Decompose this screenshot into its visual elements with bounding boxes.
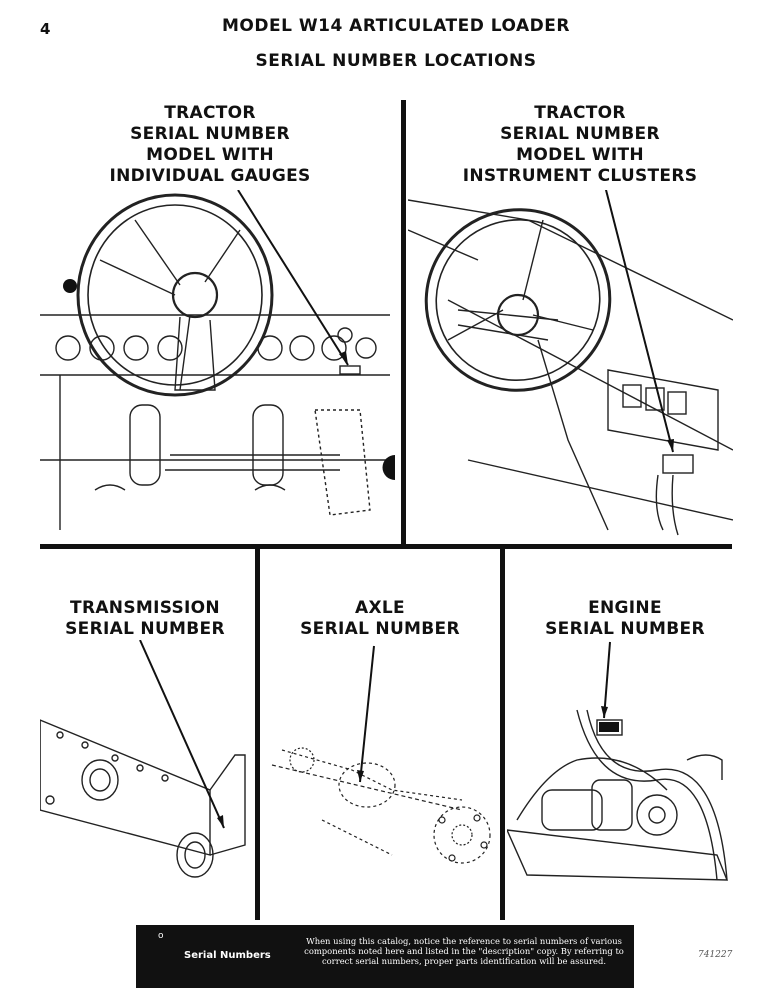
footer-note-box: o Serial Numbers When using this catalog…: [136, 925, 634, 988]
caption-line: AXLE: [355, 598, 405, 618]
tractor-gauges-illustration: [40, 190, 395, 530]
caption-transmission: TRANSMISSION SERIAL NUMBER: [40, 598, 250, 640]
caption-axle: AXLE SERIAL NUMBER: [262, 598, 498, 640]
caption-line: INSTRUMENT CLUSTERS: [462, 166, 698, 186]
caption-line: SERIAL NUMBER: [545, 619, 705, 639]
caption-line: TRACTOR: [534, 103, 626, 123]
caption-line: SERIAL NUMBER: [65, 619, 225, 639]
vertical-divider-top: [401, 100, 406, 547]
page-title: MODEL W14 ARTICULATED LOADER: [222, 16, 570, 36]
engine-illustration: [507, 641, 729, 881]
caption-line: TRANSMISSION: [70, 598, 220, 618]
footer-label: Serial Numbers: [184, 950, 271, 961]
axle-illustration: [271, 645, 491, 864]
caption-line: INDIVIDUAL GAUGES: [109, 166, 311, 186]
page-subtitle: SERIAL NUMBER LOCATIONS: [255, 51, 537, 71]
catalog-code: 741227: [698, 950, 733, 960]
caption-line: TRACTOR: [164, 103, 256, 123]
tractor-clusters-illustration: [408, 190, 733, 536]
page-number: 4: [40, 20, 51, 38]
caption-tractor-clusters: TRACTOR SERIAL NUMBER MODEL WITH INSTRUM…: [430, 103, 730, 187]
caption-tractor-gauges: TRACTOR SERIAL NUMBER MODEL WITH INDIVID…: [60, 103, 360, 187]
caption-line: SERIAL NUMBER: [500, 124, 660, 144]
caption-engine: ENGINE SERIAL NUMBER: [510, 598, 740, 640]
caption-line: SERIAL NUMBER: [130, 124, 290, 144]
horizontal-divider: [40, 544, 732, 549]
footer-note: When using this catalog, notice the refe…: [304, 936, 624, 966]
caption-line: MODEL WITH: [516, 145, 644, 165]
footer-dot: o: [158, 931, 164, 941]
vertical-divider-right: [500, 546, 505, 920]
caption-line: MODEL WITH: [146, 145, 274, 165]
caption-line: SERIAL NUMBER: [300, 619, 460, 639]
vertical-divider-left: [255, 546, 260, 920]
caption-line: ENGINE: [588, 598, 662, 618]
transmission-illustration: [40, 640, 246, 878]
